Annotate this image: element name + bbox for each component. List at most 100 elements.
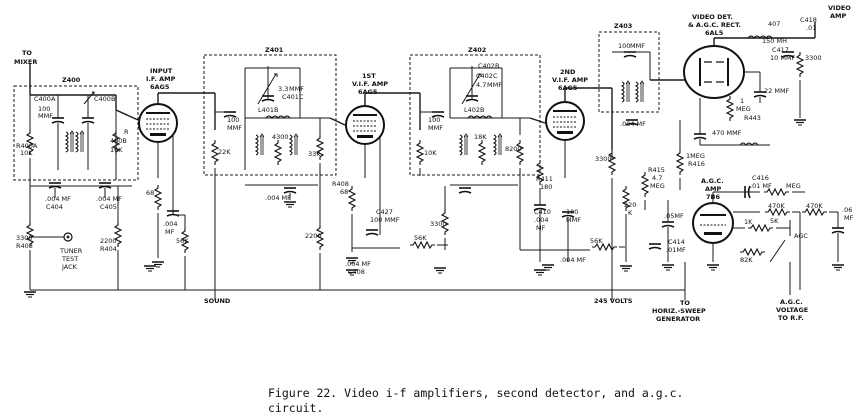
caption-line-2: circuit.	[268, 401, 324, 415]
svg-text:82K: 82K	[740, 256, 753, 264]
svg-text:C427: C427	[376, 208, 393, 216]
svg-text:1K: 1K	[744, 218, 753, 226]
svg-text:C410: C410	[534, 208, 551, 216]
svg-text:100: 100	[618, 42, 630, 50]
z403-label: Z403	[614, 22, 632, 30]
svg-text:TEST: TEST	[61, 255, 78, 263]
svg-text:33K: 33K	[308, 150, 321, 158]
second-vif-tube	[545, 101, 585, 141]
svg-text:R403: R403	[16, 242, 33, 250]
svg-text:180: 180	[540, 183, 552, 191]
svg-text:C402B: C402B	[478, 62, 499, 70]
svg-text:R: R	[124, 128, 129, 136]
svg-text:.01MF: .01MF	[666, 246, 686, 254]
svg-text:C404: C404	[46, 203, 63, 211]
svg-text:3300: 3300	[430, 220, 447, 228]
svg-text:K: K	[628, 209, 633, 217]
svg-text:2200: 2200	[100, 237, 117, 245]
svg-text:4300: 4300	[272, 133, 289, 141]
svg-text:C414: C414	[668, 238, 685, 246]
svg-text:.004 MF: .004 MF	[96, 195, 122, 203]
svg-text:10K: 10K	[20, 149, 33, 157]
svg-text:L402B: L402B	[464, 106, 485, 114]
svg-text:3.3: 3.3	[278, 85, 288, 93]
svg-text:VIDEO DET.: VIDEO DET.	[692, 13, 733, 21]
svg-text:7B6: 7B6	[706, 193, 720, 201]
svg-text:R404: R404	[100, 245, 117, 253]
svg-text:68: 68	[340, 188, 348, 196]
svg-text:HORIZ.-SWEEP: HORIZ.-SWEEP	[652, 307, 706, 315]
first-vif-tube	[345, 105, 385, 145]
svg-text:MMF: MMF	[289, 85, 304, 93]
svg-text:.004 MF: .004 MF	[620, 120, 646, 128]
svg-text:L401B: L401B	[258, 106, 279, 114]
to-mixer-label-1: TO	[22, 49, 32, 57]
svg-text:MEG: MEG	[786, 182, 801, 190]
svg-text:C416: C416	[752, 174, 769, 182]
svg-text:1: 1	[740, 97, 744, 105]
svg-text:3300: 3300	[805, 54, 822, 62]
svg-text:18K: 18K	[474, 133, 487, 141]
svg-text:.01: .01	[806, 24, 816, 32]
svg-text:AMP: AMP	[830, 12, 846, 20]
svg-text:3300: 3300	[16, 234, 33, 242]
svg-text:1ST: 1ST	[362, 72, 376, 80]
svg-text:R416: R416	[688, 160, 705, 168]
svg-text:MMF: MMF	[487, 81, 502, 89]
svg-text:56K: 56K	[176, 237, 189, 245]
svg-text:V.I.F. AMP: V.I.F. AMP	[352, 80, 388, 88]
svg-text:10 MMF: 10 MMF	[770, 54, 796, 62]
svg-text:TO R.F.: TO R.F.	[778, 314, 804, 322]
svg-text:C418: C418	[800, 16, 817, 24]
z400-shield-box	[13, 85, 139, 181]
svg-text:.004 MF: .004 MF	[560, 256, 586, 264]
svg-text:2200: 2200	[305, 232, 322, 240]
svg-text:C408: C408	[348, 268, 365, 276]
svg-text:150 MH: 150 MH	[762, 37, 787, 45]
to-mixer-label-2: MIXER	[14, 58, 37, 66]
svg-text:100: 100	[566, 208, 578, 216]
svg-text:.004: .004	[163, 220, 177, 228]
svg-text:68: 68	[146, 189, 154, 197]
svg-text:& A.G.C. RECT.: & A.G.C. RECT.	[688, 21, 741, 29]
svg-text:10K: 10K	[110, 146, 123, 154]
svg-text:C400A: C400A	[34, 95, 56, 103]
svg-text:I.F. AMP: I.F. AMP	[146, 75, 176, 83]
svg-text:C405: C405	[100, 203, 117, 211]
z403-shield-box	[598, 31, 660, 113]
svg-text:C417: C417	[772, 46, 789, 54]
svg-text:2ND: 2ND	[560, 68, 576, 76]
svg-text:.004 MF: .004 MF	[345, 260, 371, 268]
svg-text:6AG5: 6AG5	[150, 83, 170, 91]
svg-text:470K: 470K	[768, 202, 785, 210]
svg-text:MMF: MMF	[428, 124, 443, 132]
svg-text:.06: .06	[842, 206, 852, 214]
svg-text:22K: 22K	[218, 148, 231, 156]
video-detector-tube	[683, 45, 745, 99]
svg-text:.01 MF: .01 MF	[750, 182, 772, 190]
svg-text:MMF: MMF	[227, 124, 242, 132]
svg-text:.004 MF: .004 MF	[265, 194, 291, 202]
svg-text:245 VOLTS: 245 VOLTS	[594, 297, 633, 305]
svg-text:470 MMF: 470 MMF	[712, 129, 742, 137]
svg-text:MMF: MMF	[566, 216, 581, 224]
svg-text:.05MF: .05MF	[664, 212, 684, 220]
svg-text:R400A: R400A	[16, 142, 38, 150]
svg-text:MEG: MEG	[736, 105, 751, 113]
svg-text:3300: 3300	[595, 155, 612, 163]
svg-text:R408: R408	[332, 180, 349, 188]
svg-text:8200: 8200	[505, 145, 522, 153]
svg-text:.004 MF: .004 MF	[45, 195, 71, 203]
svg-text:SOUND: SOUND	[204, 297, 231, 305]
z402-label: Z402	[468, 46, 486, 54]
caption-line-1: Figure 22. Video i-f amplifiers, second …	[268, 386, 684, 400]
svg-text:VIDEO: VIDEO	[828, 4, 851, 12]
z401-label: Z401	[265, 46, 284, 54]
svg-text:MF: MF	[165, 228, 175, 236]
svg-text:TO: TO	[680, 299, 690, 307]
svg-text:MF: MF	[844, 214, 854, 222]
svg-text:A.G.C.: A.G.C.	[701, 177, 724, 185]
svg-text:100: 100	[428, 116, 440, 124]
svg-text:C402C: C402C	[476, 72, 498, 80]
svg-text:R443: R443	[744, 114, 761, 122]
